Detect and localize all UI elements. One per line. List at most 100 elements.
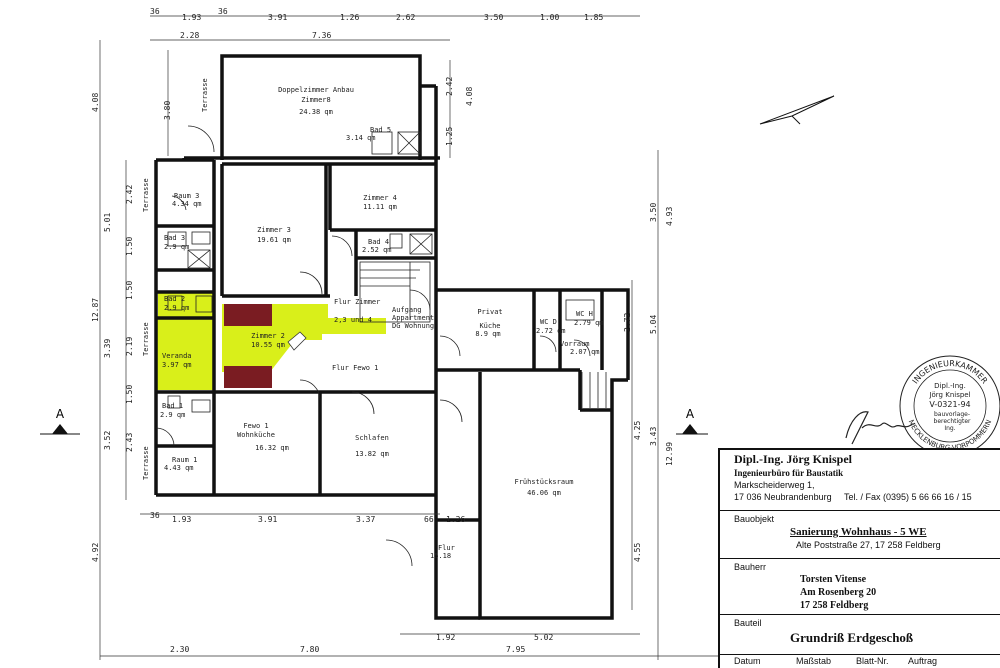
room-veranda-name: Veranda bbox=[162, 352, 192, 360]
dim-left-8: 1.50 bbox=[125, 281, 134, 300]
dim-bottom3-2: 7.95 bbox=[506, 645, 525, 654]
tb-bauherr-row: Bauherr Torsten Vitense Am Rosenberg 20 … bbox=[720, 558, 1000, 615]
room-zimmer4-name: Zimmer 4 bbox=[363, 194, 397, 202]
north-arrow-icon bbox=[759, 95, 835, 125]
dim-bottom2-1: 5.02 bbox=[534, 633, 553, 642]
room-bad2-area: 2.9 qm bbox=[164, 304, 189, 312]
stamp-l1: Dipl.-Ing. bbox=[934, 382, 966, 390]
aufgang-line1: Aufgang bbox=[392, 306, 422, 314]
room-zimmer4-area: 11.11 qm bbox=[363, 203, 397, 211]
tb-bauteil-row: Bauteil Grundriß Erdgeschoß bbox=[720, 614, 1000, 655]
terrasse-labels: Terrasse Terrasse Terrasse Terrasse bbox=[142, 78, 209, 480]
dim-top1-5: 1.00 bbox=[540, 13, 559, 22]
room-wcd-area: 2.72 qm bbox=[536, 327, 566, 335]
engineer-stamp: INGENIEURKAMMER MECKLENBURG-VORPOMMERN D… bbox=[899, 355, 1000, 457]
room-fewo1-sub: Wohnküche bbox=[237, 431, 275, 439]
dim-top1-6: 1.85 bbox=[584, 13, 603, 22]
dim-right-7: 4.55 bbox=[633, 543, 642, 562]
terrasse-label-1: Terrasse bbox=[201, 78, 209, 112]
dimension-lines bbox=[99, 15, 720, 660]
dim-top2-2: 3.80 bbox=[163, 101, 172, 120]
dim-small-1: 36 bbox=[150, 7, 160, 16]
room-veranda-area: 3.97 qm bbox=[162, 361, 192, 369]
dim-bottom1-1: 3.91 bbox=[258, 515, 277, 524]
terrasse-label-4: Terrasse bbox=[142, 446, 150, 480]
dim-left-2: 5.01 bbox=[103, 213, 112, 232]
section-marker-right-letter: A bbox=[686, 407, 695, 421]
room-bad1-area: 2.9 qm bbox=[160, 411, 185, 419]
dim-small-3: 36 bbox=[150, 511, 160, 520]
tb-bauobjekt: Sanierung Wohnhaus - 5 WE bbox=[790, 526, 927, 538]
dim-top1-1: 3.91 bbox=[268, 13, 287, 22]
dim-right-5: 3.43 bbox=[649, 427, 658, 446]
stamp-l2: Jörg Knispel bbox=[928, 391, 970, 399]
stamp-l3: V-0321-94 bbox=[929, 400, 970, 409]
room-doppelzimmer-sub: Zimmer8 bbox=[301, 96, 331, 104]
tb-bauherr1: Torsten Vitense bbox=[800, 574, 867, 585]
room-bad3-area: 2.9 qm bbox=[164, 243, 189, 251]
dim-right-2: 2.72 bbox=[623, 313, 632, 332]
dim-right-1: 4.93 bbox=[665, 207, 674, 226]
tb-street: Markscheiderweg 1, bbox=[734, 480, 815, 490]
room-schlafen-area: 13.82 qm bbox=[355, 450, 389, 458]
tb-footer-blatt: Blatt-Nr. bbox=[856, 656, 889, 666]
tb-bauobjekt-addr: Alte Poststraße 27, 17 258 Feldberg bbox=[796, 540, 941, 550]
dim-bottom1-4: 1.26 bbox=[446, 515, 465, 524]
dim-bottom1-2: 3.37 bbox=[356, 515, 375, 524]
terrasse-label-2: Terrasse bbox=[142, 178, 150, 212]
dim-left-5: 4.92 bbox=[91, 543, 100, 562]
section-marker-right: A bbox=[676, 407, 708, 435]
tb-name: Dipl.-Ing. Jörg Knispel bbox=[734, 452, 853, 466]
dim-left-9: 2.19 bbox=[125, 337, 134, 356]
stamp-l4: bauvorlage- bbox=[934, 411, 970, 418]
dim-left-10: 1.50 bbox=[125, 385, 134, 404]
room-raum1-area: 4.43 qm bbox=[164, 464, 194, 472]
signature-icon bbox=[845, 411, 913, 445]
dim-left-7: 1.50 bbox=[125, 237, 134, 256]
dim-bottom1-0: 1.93 bbox=[172, 515, 191, 524]
room-zimmer3-area: 19.61 qm bbox=[257, 236, 291, 244]
room-flur-zimmer-name: Flur Zimmer bbox=[334, 298, 380, 306]
room-flur-area: 15.18 bbox=[430, 552, 451, 560]
fixtures bbox=[155, 125, 607, 567]
dim-mid-2: 1.25 bbox=[445, 127, 454, 146]
section-marker-left-letter: A bbox=[56, 407, 65, 421]
walls bbox=[154, 54, 630, 620]
room-wcd-name: WC D bbox=[540, 318, 557, 326]
room-raum3-area: 4.34 qm bbox=[172, 200, 202, 208]
room-doppelzimmer-name: Doppelzimmer Anbau bbox=[278, 86, 354, 94]
room-bad4-area: 2.52 qm bbox=[362, 246, 392, 254]
room-bad3-name: Bad 3 bbox=[164, 234, 185, 242]
stamp-l6: Ing. bbox=[944, 425, 955, 432]
terrasse-label-3: Terrasse bbox=[142, 322, 150, 356]
room-raum1-name: Raum 1 bbox=[172, 456, 197, 464]
room-privat-area: 8.9 qm bbox=[475, 330, 500, 338]
room-vorraum-area: 2.07 qm bbox=[570, 348, 600, 356]
dim-bottom3-1: 7.80 bbox=[300, 645, 319, 654]
dim-left-3: 3.39 bbox=[103, 339, 112, 358]
title-block: Dipl.-Ing. Jörg Knispel Ingenieurbüro fü… bbox=[718, 448, 1000, 668]
room-labels: Doppelzimmer Anbau Zimmer8 24.38 qm Bad … bbox=[160, 86, 604, 560]
room-bad1-name: Bad 1 bbox=[162, 402, 183, 410]
room-zimmer3-name: Zimmer 3 bbox=[257, 226, 291, 234]
furniture bbox=[224, 304, 272, 388]
room-privat-name: Privat bbox=[477, 308, 502, 316]
room-flur-fewo-name: Flur Fewo 1 bbox=[332, 364, 378, 372]
room-privat-sub: Küche bbox=[479, 322, 500, 330]
dim-top1-4: 3.50 bbox=[484, 13, 503, 22]
room-bad4-name: Bad 4 bbox=[368, 238, 389, 246]
dim-right-3: 5.04 bbox=[649, 315, 658, 334]
dim-top1-3: 2.62 bbox=[396, 13, 415, 22]
aufgang-line3: DG Wohnung bbox=[392, 322, 434, 330]
tb-bauherr-label: Bauherr bbox=[734, 562, 767, 572]
room-bad5-name: Bad 5 bbox=[370, 126, 391, 134]
room-wch-name: WC H bbox=[576, 310, 593, 318]
tb-footer-datum: Datum bbox=[734, 656, 761, 666]
tb-city: 17 036 Neubrandenburg bbox=[734, 492, 832, 502]
dim-right-0: 3.50 bbox=[649, 203, 658, 222]
room-flur-name: Flur bbox=[438, 544, 455, 552]
tb-footer-auftrag: Auftrag bbox=[908, 656, 938, 666]
dimension-labels: 1.93 3.91 1.26 2.62 3.50 1.00 1.85 2.28 … bbox=[91, 7, 674, 654]
tb-tel: Tel. / Fax (0395) 5 66 66 16 / 15 bbox=[844, 492, 972, 502]
tb-bauobjekt-label: Bauobjekt bbox=[734, 514, 775, 524]
